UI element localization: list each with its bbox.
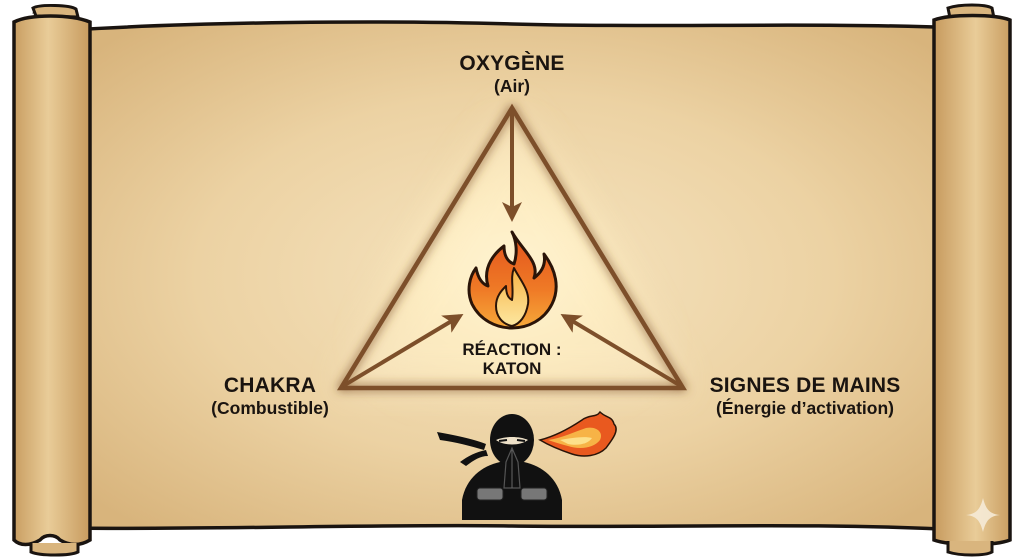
fire-icon [467, 230, 558, 330]
vertex-subtitle: (Énergie d’activation) [716, 398, 894, 419]
vertex-label-oxygen: OXYGÈNE (Air) [412, 52, 612, 96]
left-scroll-roll [12, 4, 92, 557]
reaction-line-1: RÉACTION : [462, 340, 562, 359]
center-reaction-label: RÉACTION : KATON [437, 340, 587, 378]
vertex-subtitle: (Air) [494, 76, 530, 97]
vertex-title: OXYGÈNE [459, 52, 565, 75]
fire-triangle [336, 103, 688, 391]
vertex-subtitle: (Combustible) [211, 398, 329, 419]
ninja-breathing-fire-icon [437, 410, 617, 520]
reaction-line-2: KATON [482, 358, 542, 378]
vertex-title: CHAKRA [223, 374, 317, 397]
arrow-hand-signs-to-center [560, 313, 683, 388]
right-scroll-roll [932, 3, 1012, 557]
vertex-title: SIGNES DE MAINS [709, 374, 901, 397]
vertex-label-chakra: CHAKRA (Combustible) [175, 374, 365, 418]
triangle-glow [330, 100, 694, 396]
sparkle-icon [966, 498, 1000, 532]
arrow-chakra-to-center [341, 313, 464, 388]
vertex-label-hand-signs: SIGNES DE MAINS (Énergie d’activation) [680, 374, 930, 418]
